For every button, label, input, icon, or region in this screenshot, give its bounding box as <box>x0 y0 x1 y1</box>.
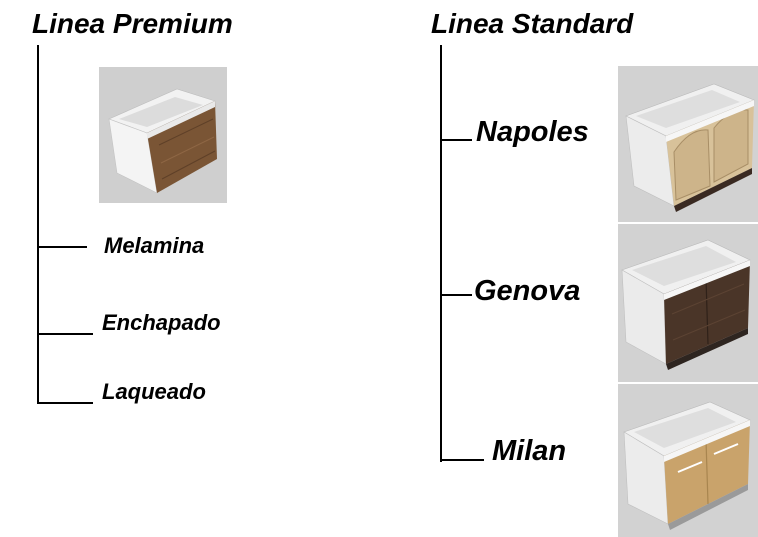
milan-cabinet-image <box>618 384 758 537</box>
premium-trunk-line <box>37 45 39 404</box>
standard-trunk-line <box>440 45 442 462</box>
premium-branch-melamina <box>37 246 87 248</box>
premium-title: Linea Premium <box>32 8 233 39</box>
premium-cabinet-image <box>99 67 227 203</box>
premium-branch-laqueado <box>37 402 93 404</box>
standard-branch-milan <box>440 459 484 461</box>
standard-item-milan: Milan <box>492 435 567 467</box>
cabinet-napoles-arched-doors-icon <box>618 66 758 222</box>
standard-branch-genova <box>440 294 472 296</box>
cabinet-milan-light-wood-icon <box>618 384 758 537</box>
cabinet-melamine-wood-icon <box>99 67 227 203</box>
standard-item-genova: Genova <box>474 275 581 307</box>
standard-title: Linea Standard <box>431 8 634 39</box>
standard-item-napoles: Napoles <box>476 116 589 148</box>
standard-branch-napoles <box>440 139 472 141</box>
premium-item-laqueado: Laqueado <box>102 379 206 404</box>
cabinet-genova-dark-wood-icon <box>618 224 758 382</box>
premium-branch-enchapado <box>37 333 93 335</box>
premium-item-melamina: Melamina <box>104 233 205 258</box>
genova-cabinet-image <box>618 224 758 382</box>
napoles-cabinet-image <box>618 66 758 222</box>
premium-item-enchapado: Enchapado <box>102 310 221 335</box>
